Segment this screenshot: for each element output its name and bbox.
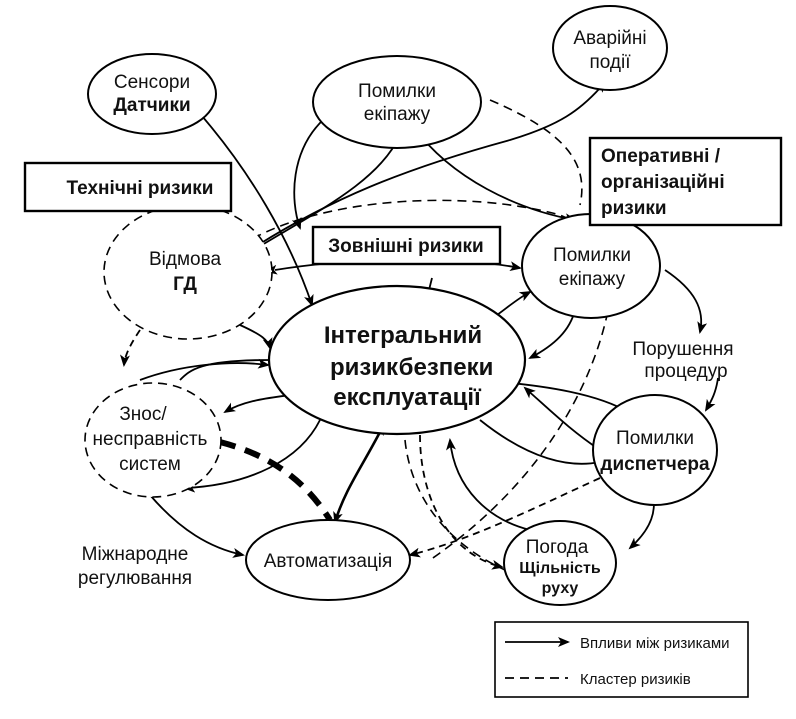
label-regulation-line1: Міжнародне: [82, 544, 189, 565]
node-integral-line3: експлуатації: [333, 384, 482, 411]
cluster-external-label: Зовнішні ризики: [328, 236, 483, 257]
arrow-gd-to-wear-dashed: [120, 329, 141, 367]
cluster-technical-label: Технічні ризики: [67, 178, 214, 199]
node-emergency-line2: події: [589, 52, 631, 73]
arrow-weather-to-integral: [446, 438, 531, 531]
arrow-integral-to-dispatcher-lower: [479, 419, 601, 465]
cluster-box-technical: Технічні ризики: [23, 161, 233, 213]
arrow-wear-to-automation: [149, 494, 245, 558]
label-procedures-line2: процедур: [644, 361, 727, 382]
node-gd-line2: ГД: [173, 274, 197, 295]
arrow-dispatcher-to-integral: [523, 386, 601, 451]
arrow-procedures-to-dispatcher: [704, 377, 719, 412]
node-dispatcher-line1: Помилки: [616, 428, 694, 449]
node-weather-line3: руху: [542, 580, 579, 597]
cluster-operational-line2: організаційні: [601, 172, 725, 193]
cluster-arc-crew: [489, 99, 583, 206]
node-weather-line2: Щільність: [519, 560, 601, 577]
node-integral-line2a: ризик: [330, 354, 399, 381]
node-sensors-line1: Сенсори: [114, 72, 190, 93]
node-crew-errors-right[interactable]: Помилки екіпажу: [521, 213, 661, 319]
node-gd-line1: Відмова: [149, 249, 221, 270]
arrow-wear-to-integral: [139, 358, 270, 381]
node-dispatcher[interactable]: Помилки диспетчера: [592, 394, 718, 506]
arrow-crewright-to-integral: [528, 309, 576, 359]
arrow-integral-to-weather-dashed: [419, 434, 504, 570]
node-crew-top-line1: Помилки: [358, 81, 436, 102]
legend-cluster-label: Кластер ризиків: [580, 671, 691, 688]
node-wear[interactable]: Знос/ несправність систем: [84, 382, 222, 498]
node-failure-gd[interactable]: Відмова ГД: [103, 204, 273, 340]
legend: Впливи між ризиками Кластер ризиків: [494, 621, 749, 698]
arrow-gd-to-integral: [239, 324, 273, 350]
node-emergency-line1: Аварійні: [573, 28, 646, 49]
cluster-operational-line1: Оперативні /: [601, 146, 721, 167]
node-weather[interactable]: Погода Щільність руху: [503, 520, 617, 606]
node-wear-line1: Знос/: [119, 404, 167, 425]
arrow-crewright-to-procedures: [664, 269, 708, 334]
arrow-integral-to-wear: [223, 394, 291, 414]
node-crew-right-line1: Помилки: [553, 245, 631, 266]
arrow-sensors-to-integral: [194, 107, 314, 307]
arrow-integral-to-wear-lower: [183, 419, 321, 493]
cluster-arc-operational: [239, 199, 614, 561]
arrow-gd-left-to-wear: [179, 359, 271, 381]
node-sensors-line2: Датчики: [113, 95, 190, 116]
cluster-box-external: Зовнішні ризики: [311, 225, 502, 266]
node-sensors[interactable]: Сенсори Датчики: [87, 53, 217, 135]
node-dispatcher-line2: диспетчера: [600, 454, 710, 475]
node-integral-risk[interactable]: Інтегральний ризик безпеки експлуатації: [267, 284, 527, 436]
node-integral-line1: Інтегральний: [324, 322, 482, 349]
node-crew-right-line2: екіпажу: [559, 269, 626, 290]
cluster-outlines: [239, 99, 614, 571]
node-wear-line2: несправність: [93, 429, 208, 450]
cluster-arc-ext: [404, 439, 506, 571]
label-regulation-line2: регулювання: [78, 568, 192, 589]
node-crew-top-line2: екіпажу: [364, 104, 431, 125]
legend-influence-label: Впливи між ризиками: [580, 635, 730, 652]
node-weather-line1: Погода: [526, 537, 589, 558]
label-procedures-line1: Порушення: [632, 339, 733, 360]
arrow-gd-to-crewtop: [261, 133, 401, 246]
node-automation-line1: Автоматизація: [264, 551, 393, 572]
cluster-box-operational: Оперативні / організаційні ризики: [588, 136, 783, 227]
node-wear-line3: систем: [119, 454, 181, 475]
node-integral-line2b: безпеки: [399, 354, 494, 381]
arrow-integral-automation-bidirectional: [333, 423, 385, 524]
arrow-crewtop-down: [291, 117, 326, 230]
node-emergency[interactable]: Аварійні події: [552, 5, 668, 91]
cluster-operational-line3: ризики: [601, 198, 667, 219]
arrow-dispatcher-to-automation: [408, 477, 601, 558]
node-automation[interactable]: Автоматизація: [245, 519, 411, 601]
node-crew-errors-top[interactable]: Помилки екіпажу: [312, 55, 482, 149]
